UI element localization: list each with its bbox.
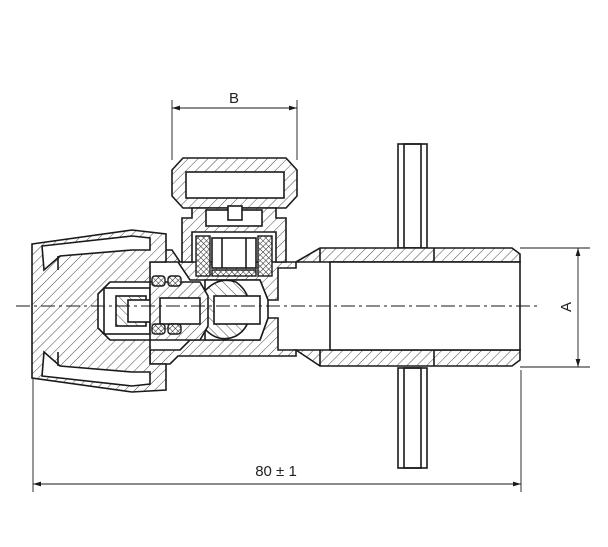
inlet-cap — [31, 229, 167, 393]
dimension-b: B — [171, 90, 298, 160]
stem-packing — [195, 235, 273, 277]
dimension-b-label: B — [229, 90, 239, 107]
o-rings — [151, 275, 182, 335]
inlet-insert — [103, 281, 209, 341]
dimension-overall-label: 80 ± 1 — [255, 463, 297, 480]
dimension-a: A — [520, 247, 590, 368]
dimension-a-label: A — [558, 302, 575, 312]
top-nut — [171, 157, 298, 263]
outlet-pipe — [293, 247, 521, 367]
